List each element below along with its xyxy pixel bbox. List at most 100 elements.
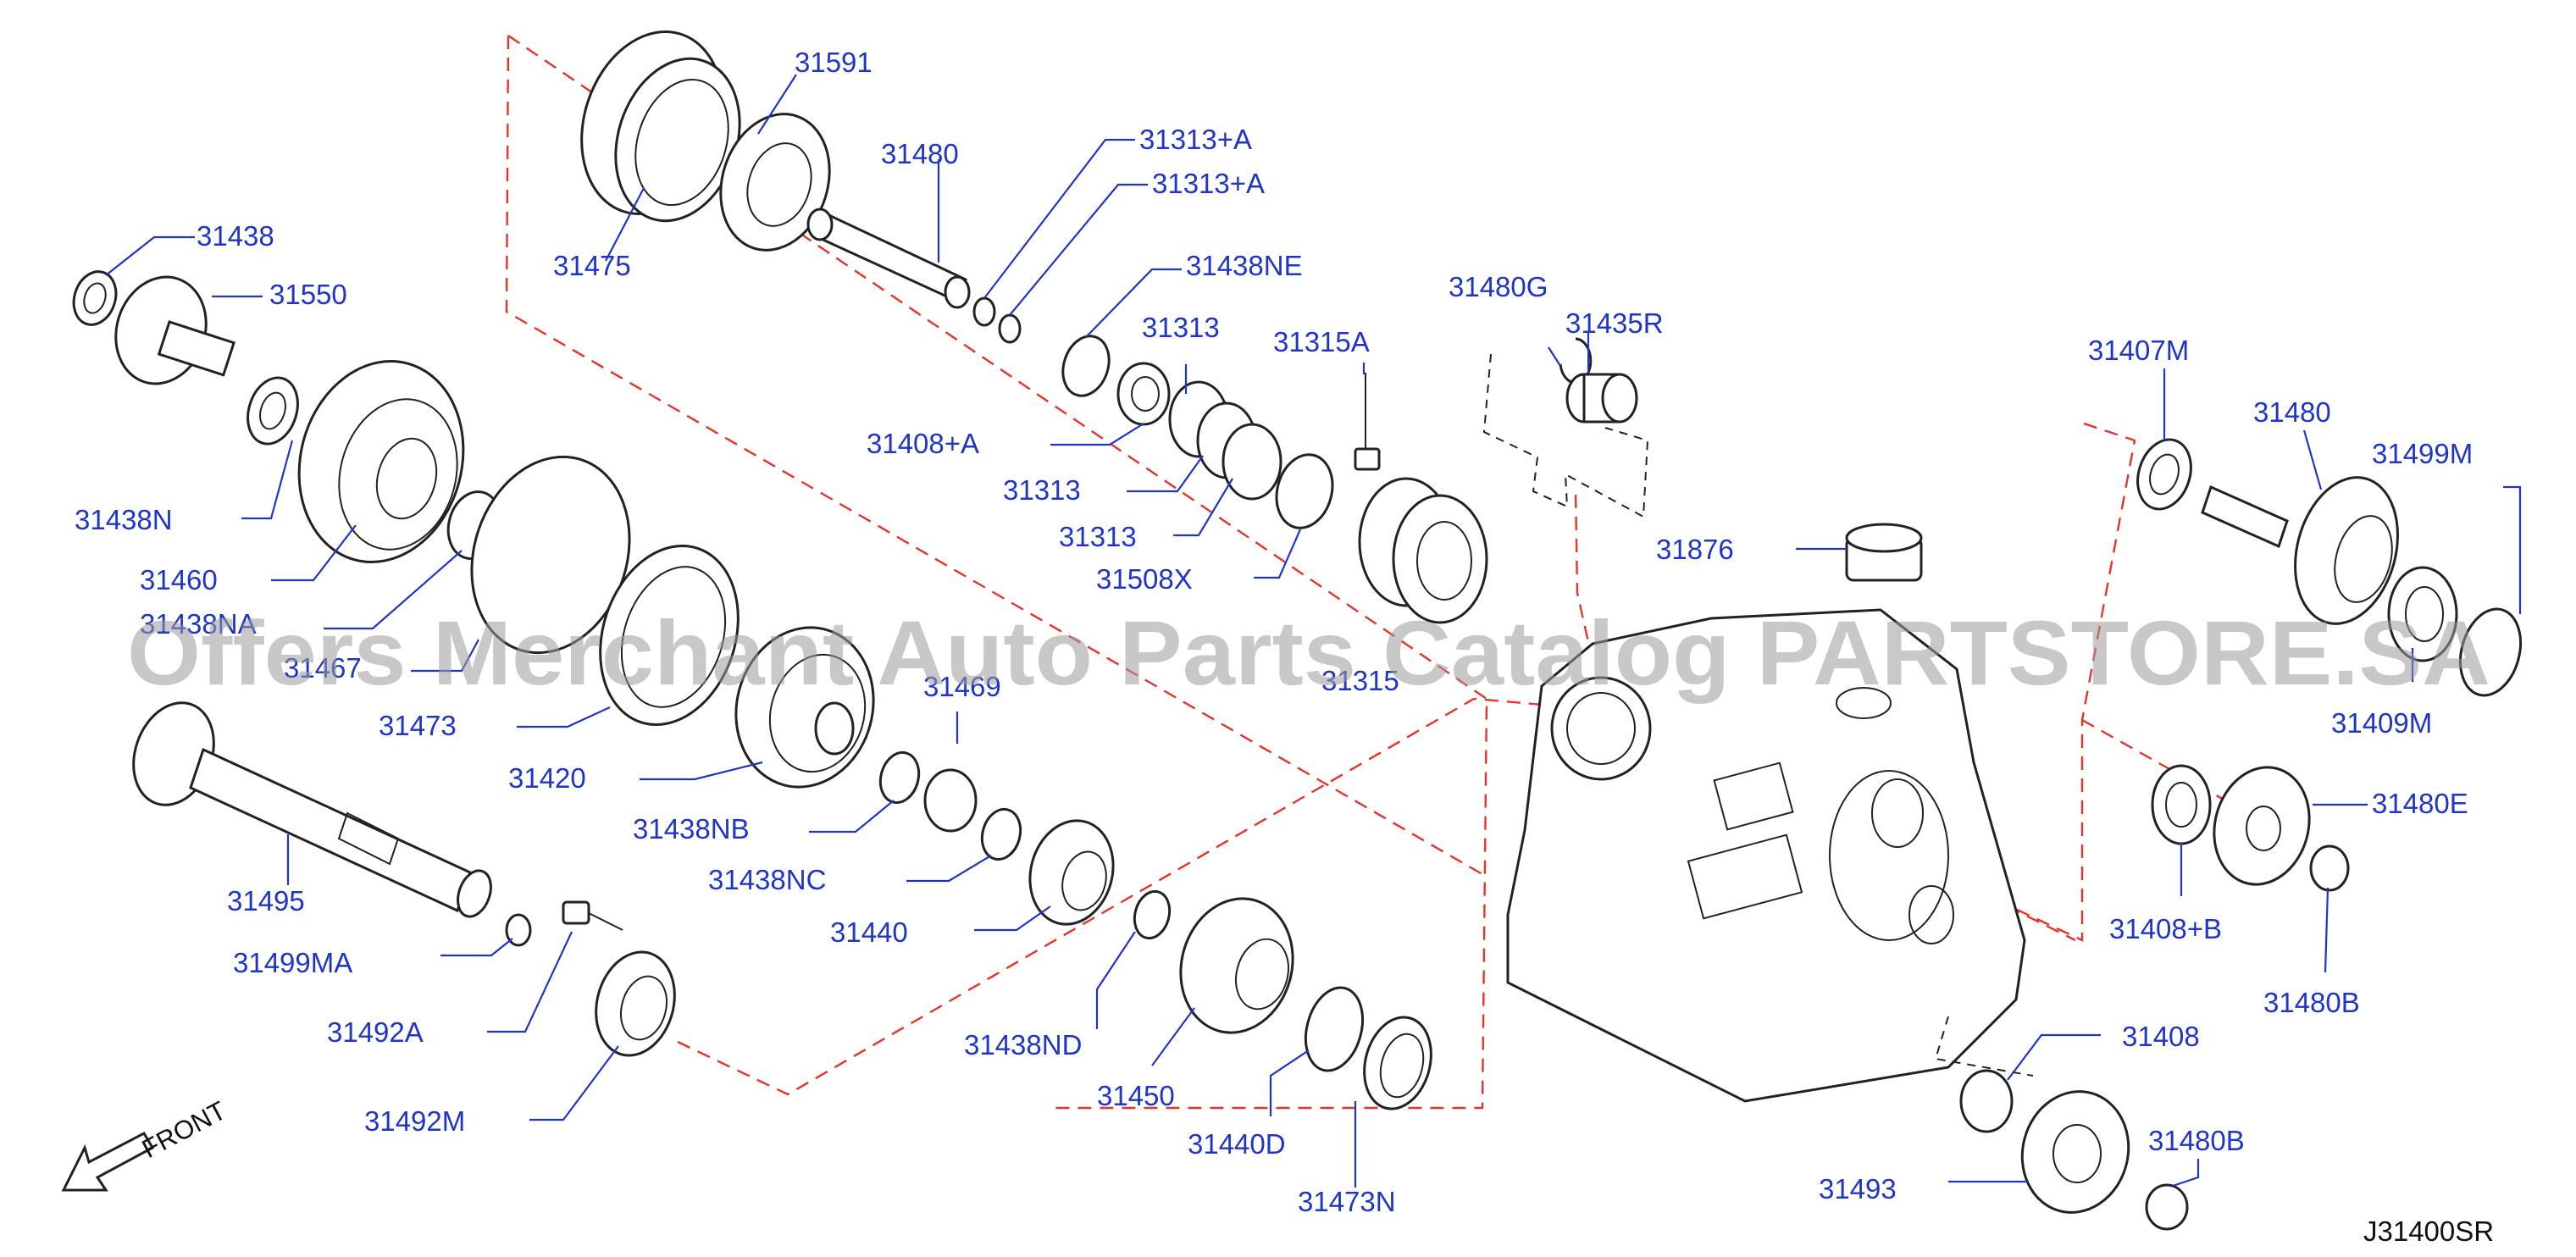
diagram-code: J31400SR [2363, 1215, 2494, 1247]
gear-31469-icon [923, 768, 978, 833]
part-label[interactable]: 31493 [1819, 1173, 1897, 1204]
upper-group-left-edge [505, 35, 1487, 878]
part-label[interactable]: 31480 [881, 138, 959, 169]
part-label[interactable]: 31480 [2253, 396, 2331, 428]
gear-31591-icon [580, 30, 831, 252]
part-label[interactable]: 31473 [379, 710, 457, 741]
part-label[interactable]: 31409M [2331, 707, 2432, 739]
shaft-gear-31480-icon [2201, 476, 2399, 625]
right-group-inner [2081, 718, 2246, 813]
bearing-31438-icon [72, 270, 118, 326]
part-label[interactable]: 31460 [140, 564, 218, 595]
bolt-31492a-icon [562, 900, 623, 931]
part-label[interactable]: 31407M [2088, 335, 2189, 366]
leader-lines [105, 74, 2522, 1188]
front-arrow-icon [61, 1132, 155, 1192]
part-label[interactable]: 31438 [197, 220, 274, 252]
bearing-31407m-icon [2136, 438, 2192, 511]
gear-31493-icon [2020, 1090, 2130, 1214]
snap-ring-31467-icon [470, 455, 631, 655]
part-label[interactable]: 31313 [1059, 521, 1137, 552]
bearing-31438nc-icon [980, 807, 1022, 861]
seal-ring-31313-c-icon [1222, 423, 1282, 501]
part-label[interactable]: 31450 [1097, 1080, 1175, 1111]
clutch-plates-31473-icon [599, 544, 740, 727]
part-label[interactable]: 31438NE [1186, 250, 1303, 281]
bearing-31473n-icon [1363, 1016, 1432, 1110]
breather-31876-icon [1845, 523, 1923, 582]
part-label[interactable]: 31438ND [964, 1029, 1082, 1060]
part-label[interactable]: 31313+A [1139, 124, 1252, 155]
part-label[interactable]: 31499M [2372, 438, 2473, 469]
part-label[interactable]: 31420 [508, 762, 586, 794]
part-label[interactable]: 31438NA [140, 608, 257, 640]
bearing-31438ne-icon [1061, 335, 1111, 397]
part-labels: 31591 31480 31313+A 31313+A 31438NE 3147… [75, 47, 2473, 1217]
part-label[interactable]: 31467 [284, 652, 362, 684]
part-label[interactable]: 31440 [830, 916, 908, 948]
bearing-31408-icon [1959, 1069, 2014, 1133]
adapter-31315-icon [1358, 477, 1488, 624]
bearing-31438nd-icon [1133, 889, 1172, 940]
part-label[interactable]: 31480B [2263, 987, 2360, 1018]
part-label[interactable]: 31499MA [233, 947, 352, 978]
part-label[interactable]: 31480B [2148, 1125, 2245, 1156]
main-shaft-31495-icon [132, 701, 492, 918]
part-label[interactable]: 31408 [2122, 1021, 2200, 1052]
gear-31550-icon [114, 275, 299, 446]
part-label[interactable]: 31315 [1321, 665, 1399, 696]
part-label[interactable]: 31435R [1565, 307, 1664, 339]
part-label[interactable]: 31315A [1273, 326, 1370, 357]
gear-31420-icon [734, 626, 875, 789]
gear-31440-icon [1028, 819, 1115, 926]
part-label[interactable]: 31508X [1096, 563, 1193, 595]
snap-ring-group-outline [1482, 353, 1649, 518]
part-label[interactable]: 31473N [1298, 1186, 1396, 1217]
washer-31499ma-icon [505, 913, 532, 947]
case-connector [1574, 489, 1594, 662]
gear-31480e-icon [2213, 766, 2311, 886]
part-label[interactable]: 31492M [364, 1105, 465, 1137]
part-label[interactable]: 31480E [2372, 788, 2468, 819]
part-label[interactable]: 31550 [269, 279, 347, 310]
gear-31450-icon [1179, 897, 1294, 1034]
bolt-31315a-icon [1354, 373, 1381, 471]
clutch-drum-31460-icon [297, 360, 502, 563]
parts [61, 30, 2522, 1231]
part-label[interactable]: 31475 [553, 250, 631, 281]
part-label[interactable]: 31408+B [2109, 913, 2222, 944]
part-label[interactable]: 31438NC [708, 864, 826, 895]
part-label[interactable]: 31876 [1656, 534, 1734, 565]
part-label[interactable]: 31469 [923, 671, 1001, 702]
watermark: Offers Merchant Auto Parts Catalog PARTS… [127, 601, 2490, 704]
snap-ring-31499m-icon [2459, 607, 2522, 697]
transfer-case-icon [1506, 608, 2026, 1103]
part-label[interactable]: 31313 [1142, 312, 1220, 343]
case-mount-dash [1934, 1016, 2034, 1077]
part-label[interactable]: 31438N [75, 504, 173, 535]
shaft-31480-icon [806, 208, 971, 309]
nut-31480b-lower-icon [2145, 1183, 2189, 1231]
part-label[interactable]: 31480G [1449, 271, 1548, 302]
part-label[interactable]: 31408+A [867, 428, 979, 459]
washer-31440d-icon [1304, 986, 1365, 1072]
part-label[interactable]: 31438NB [633, 813, 750, 844]
bearing-31409m-icon [2387, 566, 2458, 662]
flange-31492m-icon [595, 950, 676, 1057]
front-label: FRONT [137, 1095, 231, 1164]
part-label[interactable]: 31492A [327, 1016, 424, 1048]
part-label[interactable]: 31591 [795, 47, 873, 78]
part-label[interactable]: 31313 [1003, 474, 1081, 506]
nut-31480b-upper-icon [2309, 844, 2350, 892]
o-rings-31313a-icon [972, 296, 1022, 344]
part-label[interactable]: 31495 [227, 885, 305, 916]
bearing-31438nb-icon [878, 750, 921, 805]
part-label[interactable]: 31313+A [1152, 168, 1265, 199]
needle-bearing-31435r-icon [1565, 373, 1638, 424]
part-label[interactable]: 31440D [1188, 1128, 1286, 1160]
snap-ring-31508x-icon [1275, 453, 1334, 529]
lower-group-outline [677, 697, 1583, 1096]
bearing-31408b-icon [2151, 764, 2212, 845]
bearing-31408a-icon [1116, 362, 1171, 426]
